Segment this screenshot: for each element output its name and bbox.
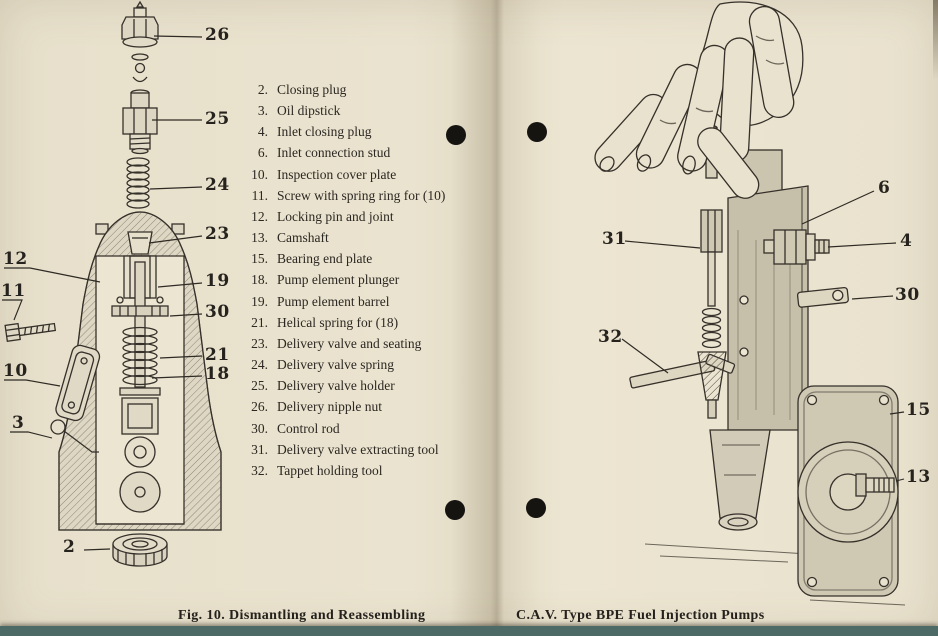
callout-12: 12 xyxy=(3,249,28,269)
legend-item: 4. Inlet closing plug xyxy=(238,122,466,141)
legend-item: 15. Bearing end plate xyxy=(238,249,466,268)
callout-19: 19 xyxy=(205,271,230,291)
legend-item-number: 18. xyxy=(251,272,268,288)
legend-item-number: 15. xyxy=(251,251,268,267)
legend-item-number: 13. xyxy=(251,230,268,246)
callout-10: 10 xyxy=(3,361,28,381)
legend-item: 21. Helical spring for (18) xyxy=(238,313,466,332)
legend-item-number: 3. xyxy=(257,103,268,119)
callout-6: 6 xyxy=(878,178,891,198)
legend-item-number: 26. xyxy=(251,399,268,415)
figure-caption-right: C.A.V. Type BPE Fuel Injection Pumps xyxy=(516,608,765,623)
legend-item-label: Control rod xyxy=(277,420,340,436)
legend-item-label: Oil dipstick xyxy=(277,103,341,119)
callout-25: 25 xyxy=(205,109,230,129)
legend-item: 13. Camshaft xyxy=(238,228,466,247)
callout-13: 13 xyxy=(906,467,931,487)
legend-item: 2. Closing plug xyxy=(238,80,466,99)
legend-item: 10. Inspection cover plate xyxy=(238,165,466,184)
callout-23: 23 xyxy=(205,224,230,244)
legend-item: 31. Delivery valve extracting tool xyxy=(238,440,466,459)
legend-item-label: Inlet closing plug xyxy=(277,124,372,140)
legend-item-label: Tappet holding tool xyxy=(277,462,383,478)
legend-item-label: Delivery valve spring xyxy=(277,357,394,373)
legend-item-number: 6. xyxy=(257,145,268,161)
table-edge-strip xyxy=(0,626,938,636)
legend-item: 18. Pump element plunger xyxy=(238,270,466,289)
legend-item-label: Delivery valve holder xyxy=(277,378,395,394)
legend-item-label: Helical spring for (18) xyxy=(277,314,399,330)
callout-26: 26 xyxy=(205,25,230,45)
legend-item: 11. Screw with spring ring for (10) xyxy=(238,186,466,205)
callout-15: 15 xyxy=(906,400,931,420)
legend-item: 24. Delivery valve spring xyxy=(238,355,466,374)
punch-hole xyxy=(527,122,547,142)
legend-item-label: Pump element barrel xyxy=(277,293,390,309)
legend-item: 30. Control rod xyxy=(238,419,466,438)
legend-item-label: Delivery nipple nut xyxy=(277,399,382,415)
punch-hole xyxy=(446,125,466,145)
legend-item: 26. Delivery nipple nut xyxy=(238,397,466,416)
legend-item-number: 4. xyxy=(257,124,268,140)
legend-item-number: 21. xyxy=(251,314,268,330)
legend-item-number: 19. xyxy=(251,293,268,309)
legend-item: 32. Tappet holding tool xyxy=(238,461,466,480)
legend-item-number: 12. xyxy=(251,208,268,224)
legend-item-label: Delivery valve and seating xyxy=(277,335,422,351)
legend-item-label: Pump element plunger xyxy=(277,272,400,288)
callout-30-right: 30 xyxy=(895,285,920,305)
legend-item-number: 31. xyxy=(251,441,268,457)
legend-item: 3. Oil dipstick xyxy=(238,101,466,120)
legend-item: 19. Pump element barrel xyxy=(238,292,466,311)
parts-legend: 2. Closing plug 3. Oil dipstick 4. Inlet cl… xyxy=(238,80,466,482)
callout-3: 3 xyxy=(12,413,25,433)
callout-4: 4 xyxy=(900,231,913,251)
callout-30: 30 xyxy=(205,302,230,322)
legend-item-number: 11. xyxy=(251,187,268,203)
legend-item-number: 23. xyxy=(251,335,268,351)
legend-item-number: 24. xyxy=(251,357,268,373)
pump-cutaway-illustration xyxy=(2,0,222,567)
callout-32: 32 xyxy=(598,327,623,347)
legend-item: 12. Locking pin and joint xyxy=(238,207,466,226)
punch-hole xyxy=(526,498,546,518)
legend-item-number: 2. xyxy=(257,82,268,97)
legend-item-number: 10. xyxy=(251,166,268,182)
callout-31: 31 xyxy=(602,229,627,249)
callout-2: 2 xyxy=(63,537,76,557)
legend-item-label: Locking pin and joint xyxy=(277,208,394,224)
legend-item-number: 30. xyxy=(251,420,268,436)
legend-item-label: Closing plug xyxy=(277,82,347,97)
legend-item-label: Screw with spring ring for (10) xyxy=(277,187,446,203)
legend-item-label: Delivery valve extracting tool xyxy=(277,441,439,457)
legend-item-label: Camshaft xyxy=(277,230,329,246)
callout-24: 24 xyxy=(205,175,230,195)
legend-item: 25. Delivery valve holder xyxy=(238,376,466,395)
legend-item-label: Bearing end plate xyxy=(277,251,373,267)
legend-item-label: Inlet connection stud xyxy=(277,145,391,161)
callout-18: 18 xyxy=(205,364,230,384)
page-edge-shadow xyxy=(933,0,938,80)
legend-item: 23. Delivery valve and seating xyxy=(238,334,466,353)
legend-item: 6. Inlet connection stud xyxy=(238,143,466,162)
callout-21: 21 xyxy=(205,345,230,365)
pump-assembly-illustration xyxy=(594,1,906,606)
legend-item-number: 25. xyxy=(251,378,268,394)
punch-hole xyxy=(445,500,465,520)
figure-caption-left: Fig. 10. Dismantling and Reassembling xyxy=(178,608,426,623)
callout-11: 11 xyxy=(1,281,26,301)
legend-item-number: 32. xyxy=(251,462,268,478)
legend-item-label: Inspection cover plate xyxy=(277,166,397,182)
